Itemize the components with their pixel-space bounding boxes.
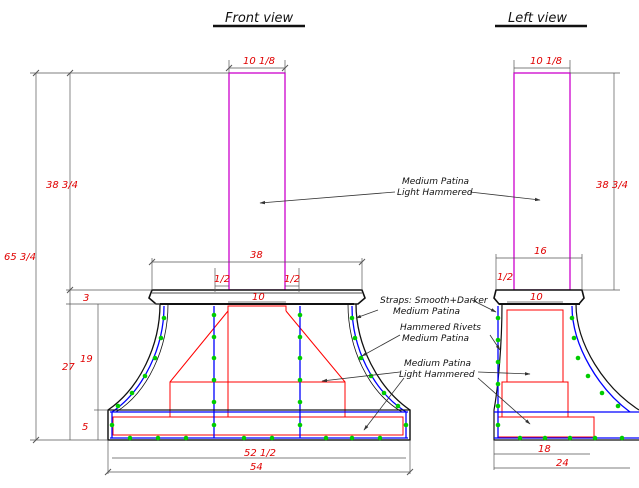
note-straps: Straps: Smooth+Darker Medium Patina — [380, 296, 489, 317]
note-light-hammered-2: Light Hammered — [399, 370, 475, 380]
note-hammered-rivets: Hammered Rivets — [400, 323, 481, 333]
front-dim-mantle-offset-left: 1/2 — [214, 274, 230, 285]
front-dim-chimney-height: 38 3/4 — [46, 180, 78, 191]
front-dim-mantle-offset-right: 1/2 — [284, 274, 300, 285]
front-view: 10 1/8 38 3/4 65 3/4 38 1/2 1/2 3 10 27 … — [4, 56, 414, 476]
note-patina-top: Medium Patina Light Hammered — [397, 177, 473, 198]
note-medium-patina-4: Medium Patina — [404, 359, 471, 369]
front-dim-inner-band-width: 10 — [252, 292, 265, 303]
front-dim-bell-height: 19 — [80, 354, 93, 365]
front-dimension-ticks — [32, 64, 414, 476]
left-chimney — [513, 72, 571, 291]
front-rivets — [109, 312, 409, 441]
leader-lines — [259, 191, 541, 431]
front-dim-base-band: 5 — [82, 422, 88, 433]
front-dim-total-height: 65 3/4 — [4, 252, 36, 263]
note-medium-patina-1: Medium Patina — [402, 177, 469, 187]
left-dim-mantle-offset: 1/2 — [497, 272, 513, 283]
front-dimension-lines — [30, 60, 411, 474]
left-dim-chimney-width: 10 1/8 — [530, 56, 562, 67]
left-straps — [494, 305, 639, 439]
left-bell-outline — [493, 303, 639, 441]
left-view: 10 1/8 38 3/4 16 1/2 10 18 24 — [493, 56, 639, 470]
front-dim-base-width: 54 — [250, 462, 263, 473]
front-dim-body-height: 27 — [62, 362, 75, 373]
left-dim-inner-band-width: 10 — [530, 292, 543, 303]
left-rivets — [495, 315, 625, 441]
note-patina-bottom: Medium Patina Light Hammered — [399, 359, 475, 380]
front-dim-top-band: 3 — [83, 293, 89, 304]
note-rivets: Hammered Rivets Medium Patina — [400, 323, 481, 344]
front-dim-base-inner-width: 52 1/2 — [244, 448, 276, 459]
note-light-hammered-1: Light Hammered — [397, 188, 473, 198]
front-straps — [110, 305, 408, 439]
left-dimension-lines — [493, 60, 630, 470]
left-dim-base-width: 24 — [556, 458, 569, 469]
left-dim-chimney-height: 38 3/4 — [596, 180, 628, 191]
front-view-title: Front view — [225, 11, 294, 26]
left-dim-base-inner-width: 18 — [538, 444, 551, 455]
front-base-band — [107, 409, 411, 441]
left-view-title: Left view — [508, 11, 567, 26]
left-dim-mantle-width: 16 — [534, 246, 547, 257]
front-dim-chimney-width: 10 1/8 — [243, 56, 275, 67]
front-dim-mantle-width: 38 — [250, 250, 263, 261]
note-straps-label: Straps: Smooth+Darker — [380, 296, 489, 306]
note-medium-patina-3: Medium Patina — [402, 334, 469, 344]
note-medium-patina-2: Medium Patina — [393, 307, 460, 317]
front-ref-lines — [112, 305, 404, 436]
